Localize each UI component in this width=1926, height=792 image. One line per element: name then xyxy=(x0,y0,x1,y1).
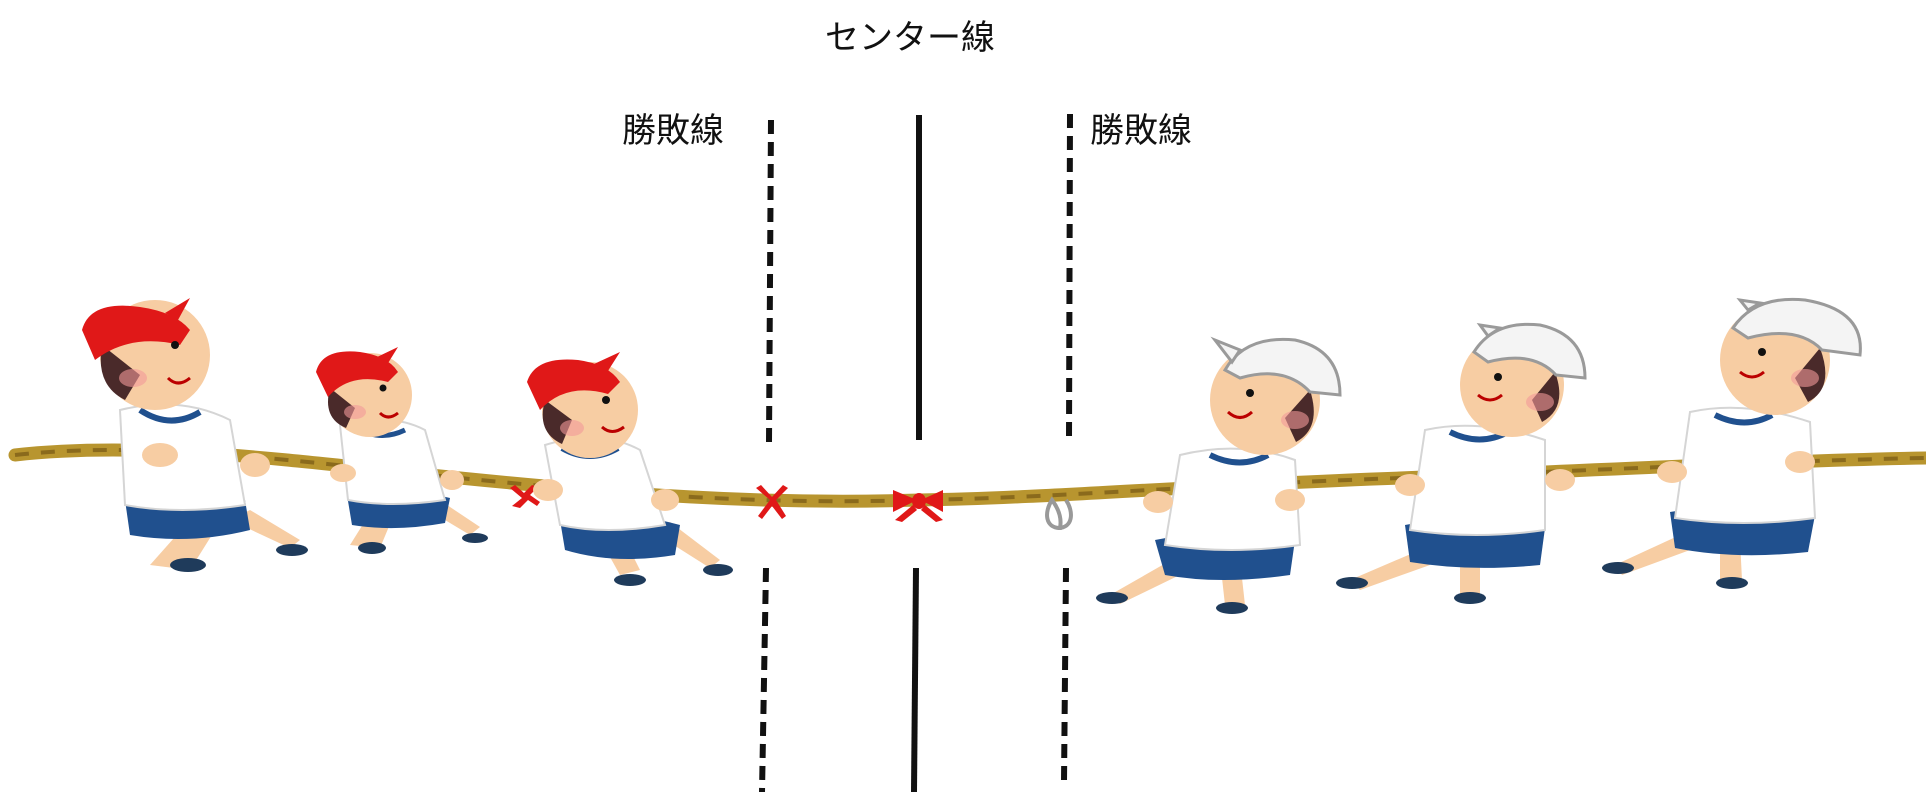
win-line-left-label: 勝敗線 xyxy=(622,111,724,151)
win-line-right-lower xyxy=(1061,567,1069,783)
win-line-right-label: 勝敗線 xyxy=(1090,111,1192,151)
red-team-kid-1 xyxy=(82,298,308,572)
left-small-ribbon xyxy=(510,485,540,508)
right-rope-mark xyxy=(1045,496,1073,531)
white-team-kid-1 xyxy=(1096,336,1342,614)
rope xyxy=(8,443,1926,508)
center-ribbon xyxy=(893,490,943,522)
left-rope-mark xyxy=(756,485,788,519)
center-line-label: センター線 xyxy=(825,18,995,58)
white-team-kid-3 xyxy=(1602,297,1862,589)
center-line-lower xyxy=(911,567,919,792)
win-line-left-lower xyxy=(759,567,769,792)
red-team-kid-2 xyxy=(316,347,488,554)
win-line-left-upper xyxy=(766,119,774,443)
win-line-right-upper xyxy=(1066,113,1073,441)
white-team-kid-2 xyxy=(1336,322,1587,604)
red-team-kid-3 xyxy=(527,352,733,586)
